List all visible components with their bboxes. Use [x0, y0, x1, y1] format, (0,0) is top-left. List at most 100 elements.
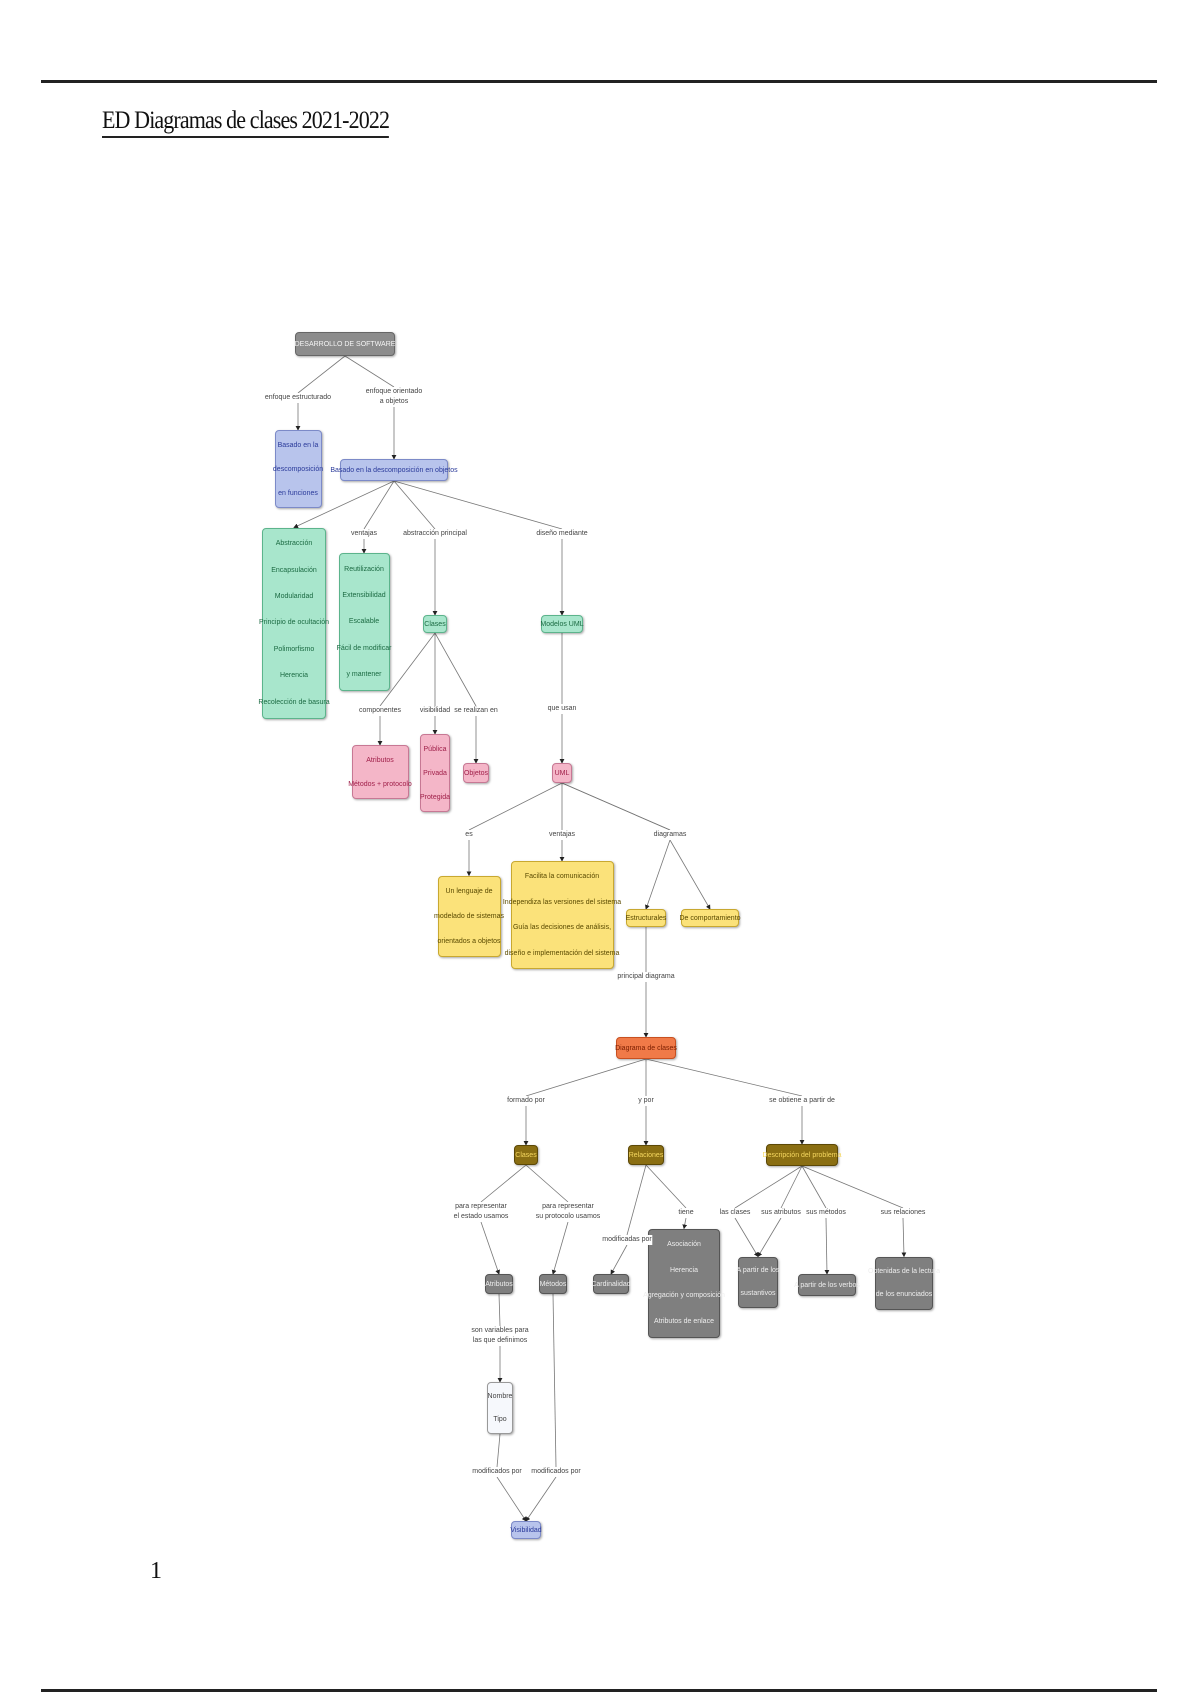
node-text: Basado en la descomposición en objetos — [330, 466, 458, 474]
concept-node-g-uml: Modelos UML — [540, 615, 584, 633]
concept-node-d-sust: A partir de los sustantivos — [736, 1256, 780, 1308]
link-label-l-oo: enfoque orientado a objetos — [364, 387, 424, 407]
node-text: Un lenguaje de — [445, 887, 493, 895]
link-label-text: componentes — [358, 707, 402, 714]
concept-node-y-estr: Estructurales — [626, 909, 666, 927]
link-label-text: ventajas — [350, 530, 378, 537]
node-text: Escalable — [348, 618, 380, 626]
node-text: Abstracción — [275, 540, 313, 548]
link-label-text: diseño mediante — [536, 530, 588, 537]
node-text: Nombre — [487, 1393, 513, 1400]
node-text: Asociación — [667, 1240, 701, 1248]
edge-line — [293, 480, 395, 528]
node-text: Polimorfismo — [273, 645, 315, 653]
node-text: Métodos + protocolo — [348, 780, 412, 788]
node-text: Modularidad — [274, 593, 314, 601]
node-text: Diagrama de clases — [615, 1044, 677, 1052]
edge-line — [393, 480, 563, 530]
link-label-l-vent: ventajas — [349, 529, 379, 539]
concept-node-b-desc: Descripción del problema — [763, 1144, 842, 1166]
node-text: sustantivos — [740, 1289, 776, 1297]
node-text: modelado de sistemas — [433, 912, 505, 920]
edge-line — [344, 355, 395, 388]
link-label-l-vis: visibilidad — [418, 706, 452, 716]
node-text: Métodos — [539, 1280, 567, 1288]
node-text: Herencia — [669, 1266, 698, 1274]
link-label-text: modificados por — [531, 1468, 581, 1475]
node-text: Atributos de enlace — [654, 1318, 714, 1326]
link-label-text: abstracción principal — [403, 530, 467, 537]
edge-line — [525, 1058, 647, 1097]
link-label-l-form: formado por — [506, 1096, 546, 1106]
node-text: Visibilidad — [510, 1526, 542, 1534]
concept-node-root: DESARROLLO DE SOFTWARE — [295, 332, 395, 356]
edge-line — [645, 1058, 803, 1097]
link-label-text: sus relaciones — [880, 1209, 926, 1216]
page-number: 1 — [150, 1558, 162, 1584]
edge-line — [645, 839, 671, 910]
link-label-text: ventajas — [548, 831, 576, 838]
concept-node-b-rel: Relaciones — [628, 1145, 664, 1165]
node-text: Extensibilidad — [342, 592, 386, 600]
edge-line — [498, 1293, 501, 1327]
edge-line — [645, 1164, 687, 1209]
link-label-text: son variables para — [471, 1327, 529, 1334]
link-label-l-tiene: tiene — [677, 1208, 695, 1218]
concept-node-n-obj: Basado en la descomposición en objetos — [330, 459, 458, 481]
link-label-text: enfoque orientado — [365, 388, 423, 395]
node-text: Agregación y composición — [643, 1292, 725, 1300]
concept-node-g-clases: Clases — [423, 615, 447, 633]
edge-line — [801, 1165, 827, 1209]
footer-rule — [41, 1689, 1157, 1692]
link-label-l-princ: principal diagrama — [616, 972, 676, 982]
link-label-text: visibilidad — [419, 707, 451, 714]
node-text: Encapsulación — [271, 566, 317, 574]
link-label-l-ypor: y por — [637, 1096, 655, 1106]
link-label-text: sus métodos — [806, 1209, 846, 1216]
edge-line — [496, 1476, 527, 1522]
edge-line — [552, 1293, 557, 1468]
edge-line — [393, 480, 436, 530]
edge-line — [561, 782, 671, 831]
node-text: Obtenidas de la lectura — [868, 1267, 940, 1275]
node-text: Relaciones — [628, 1151, 664, 1159]
edge-line — [525, 1476, 557, 1522]
edge-line — [297, 355, 346, 394]
node-text: Objetos — [463, 769, 489, 777]
link-label-l-modif: modificadas por — [601, 1235, 653, 1245]
link-label-l-real: se realizan en — [453, 706, 499, 716]
link-label-l-estr: enfoque estructurado — [263, 393, 333, 403]
edge-line — [734, 1165, 803, 1209]
edge-line — [734, 1217, 759, 1258]
node-text: Atributos — [485, 1280, 513, 1288]
link-label-text: se realizan en — [454, 707, 498, 714]
edge-line — [551, 1221, 569, 1275]
link-label-text: sus atributos — [761, 1209, 801, 1216]
link-label-text: a objetos — [379, 398, 409, 405]
concept-node-p-uml: UML — [552, 763, 572, 783]
edge-line — [901, 1217, 907, 1258]
link-label-text: tiene — [678, 1209, 694, 1216]
edge-line — [780, 1165, 803, 1209]
node-text: Modelos UML — [540, 620, 584, 628]
node-text: De comportamiento — [679, 914, 741, 922]
link-label-l-cls: las clases — [718, 1208, 752, 1218]
node-text: A partir de los — [736, 1267, 780, 1275]
link-label-text: diagramas — [653, 831, 687, 838]
node-text: Cardinalidad — [591, 1280, 631, 1288]
concept-node-o-dc: Diagrama de clases — [615, 1037, 677, 1059]
document-title: ED Diagramas de clases 2021-2022 — [102, 106, 390, 138]
link-label-text: que usan — [547, 705, 577, 712]
node-text: de los enunciados — [875, 1291, 933, 1299]
link-label-l-mod1: modificados por — [471, 1467, 523, 1477]
edge-line — [669, 839, 711, 910]
